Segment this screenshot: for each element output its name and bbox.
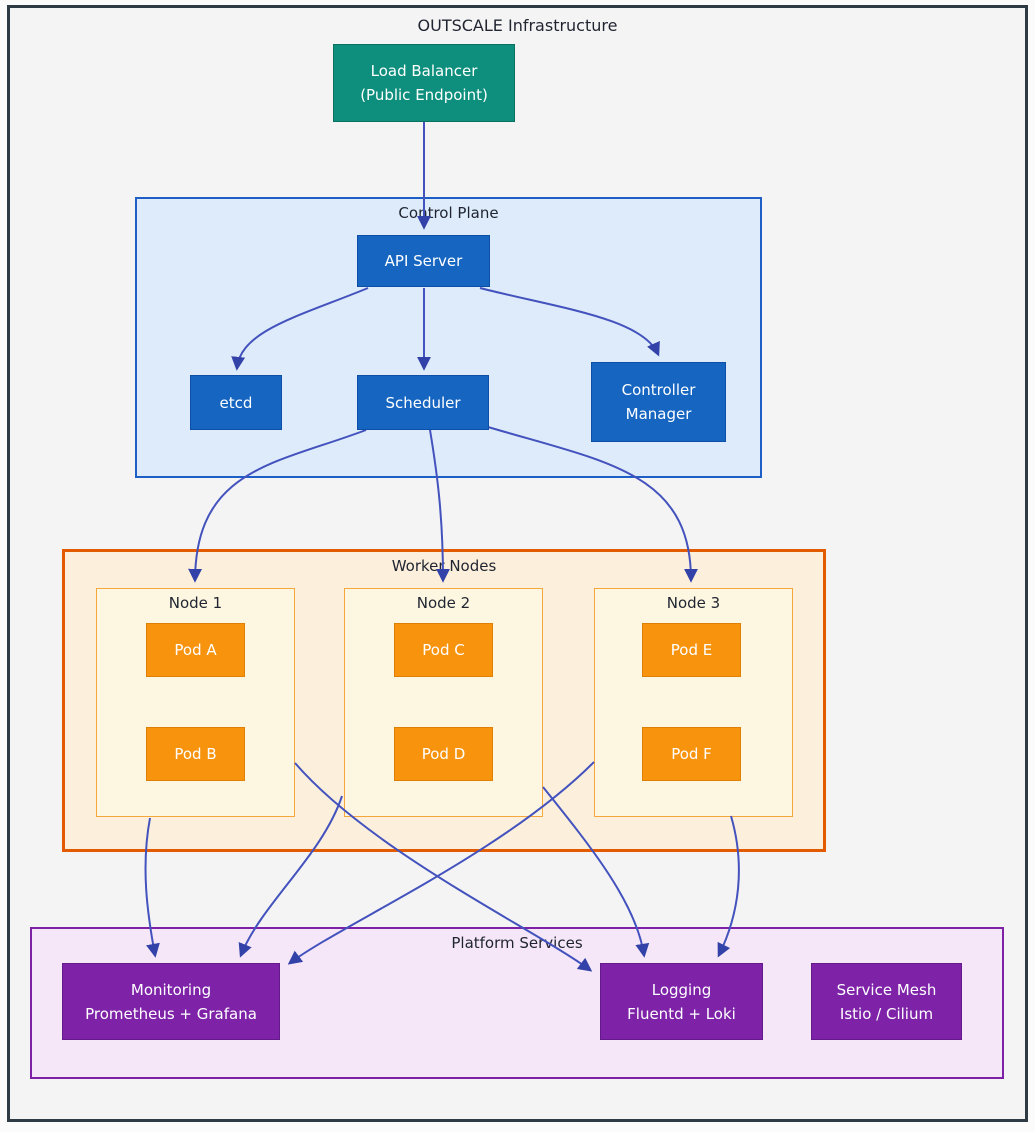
controller-manager-label: Controller Manager [621,381,696,423]
service-mesh-detail: Istio / Cilium [839,1004,934,1023]
pod-a-node: Pod A [146,623,245,677]
controller-manager-node: Controller Manager [591,362,726,442]
load-balancer-node: Load Balancer (Public Endpoint) [333,44,515,122]
pod-b-label: Pod B [174,745,217,763]
diagram-title: OUTSCALE Infrastructure [417,16,618,35]
pod-f-label: Pod F [671,745,712,763]
monitoring-detail: Prometheus + Grafana [85,1004,257,1023]
pod-d-label: Pod D [421,745,466,763]
pod-d-node: Pod D [394,727,493,781]
monitoring-name: Monitoring [130,980,212,999]
pod-f-node: Pod F [642,727,741,781]
platform-services-label: Platform Services [451,934,583,952]
service-mesh-name: Service Mesh [836,980,937,999]
etcd-node: etcd [190,375,282,430]
logging-node: Logging Fluentd + Loki [600,963,763,1040]
load-balancer-detail: (Public Endpoint) [360,86,488,104]
etcd-label: etcd [219,393,253,412]
pod-e-label: Pod E [670,641,713,659]
pod-c-node: Pod C [394,623,493,677]
pod-e-node: Pod E [642,623,741,677]
api-server-node: API Server [357,235,490,287]
service-mesh-node: Service Mesh Istio / Cilium [811,963,962,1040]
monitoring-node: Monitoring Prometheus + Grafana [62,963,280,1040]
logging-name: Logging [651,980,712,999]
pod-b-node: Pod B [146,727,245,781]
pod-a-label: Pod A [174,641,217,659]
scheduler-node: Scheduler [357,375,489,430]
node-3-label: Node 3 [666,594,721,612]
scheduler-label: Scheduler [385,393,461,412]
load-balancer-name: Load Balancer [370,62,478,80]
api-server-label: API Server [384,252,463,270]
node-2-label: Node 2 [416,594,471,612]
pod-c-label: Pod C [422,641,465,659]
logging-detail: Fluentd + Loki [627,1004,736,1023]
worker-nodes-label: Worker Nodes [391,557,497,575]
control-plane-label: Control Plane [398,204,499,222]
node-1-label: Node 1 [168,594,223,612]
